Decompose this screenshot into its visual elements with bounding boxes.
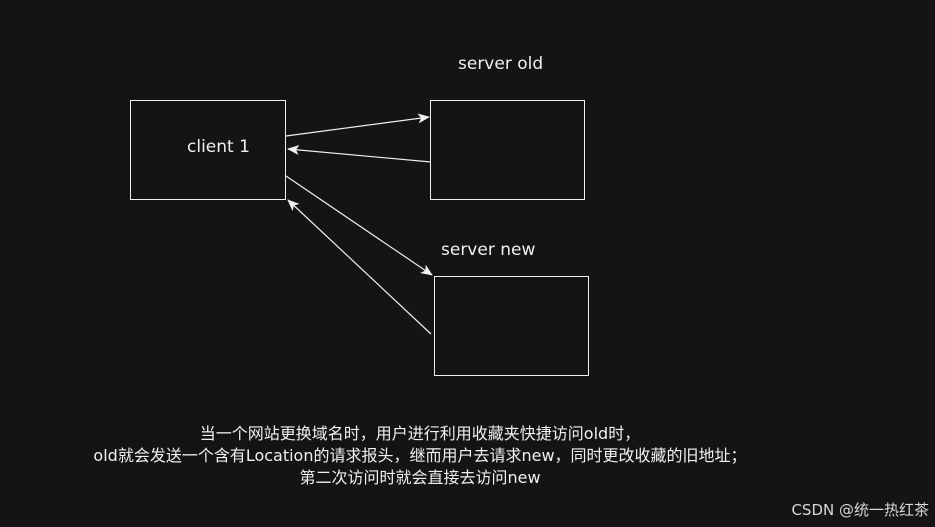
response-new-arrow: [287, 199, 432, 335]
server-new-label: server new: [441, 240, 536, 260]
caption-line-2: old就会发送一个含有Location的请求报头，继而用户去请求new，同时更改…: [93, 446, 747, 465]
client-node: [130, 100, 286, 200]
request-old-arrow: [285, 113, 430, 137]
request-new-arrow: [285, 175, 433, 276]
redirect-response-arrow: [287, 145, 432, 163]
caption-line-1: 当一个网站更换域名时，用户进行利用收藏夹快捷访问old时，: [199, 424, 641, 443]
explanation-caption: 当一个网站更换域名时，用户进行利用收藏夹快捷访问old时， old就会发送一个含…: [0, 423, 840, 489]
watermark: CSDN @统一热红茶: [791, 501, 929, 519]
server-new-node: [434, 276, 589, 376]
client-label: client 1: [187, 137, 250, 157]
server-old-label: server old: [458, 54, 544, 74]
server-old-node: [430, 100, 585, 200]
caption-line-3: 第二次访问时就会直接去访问new: [299, 468, 541, 487]
